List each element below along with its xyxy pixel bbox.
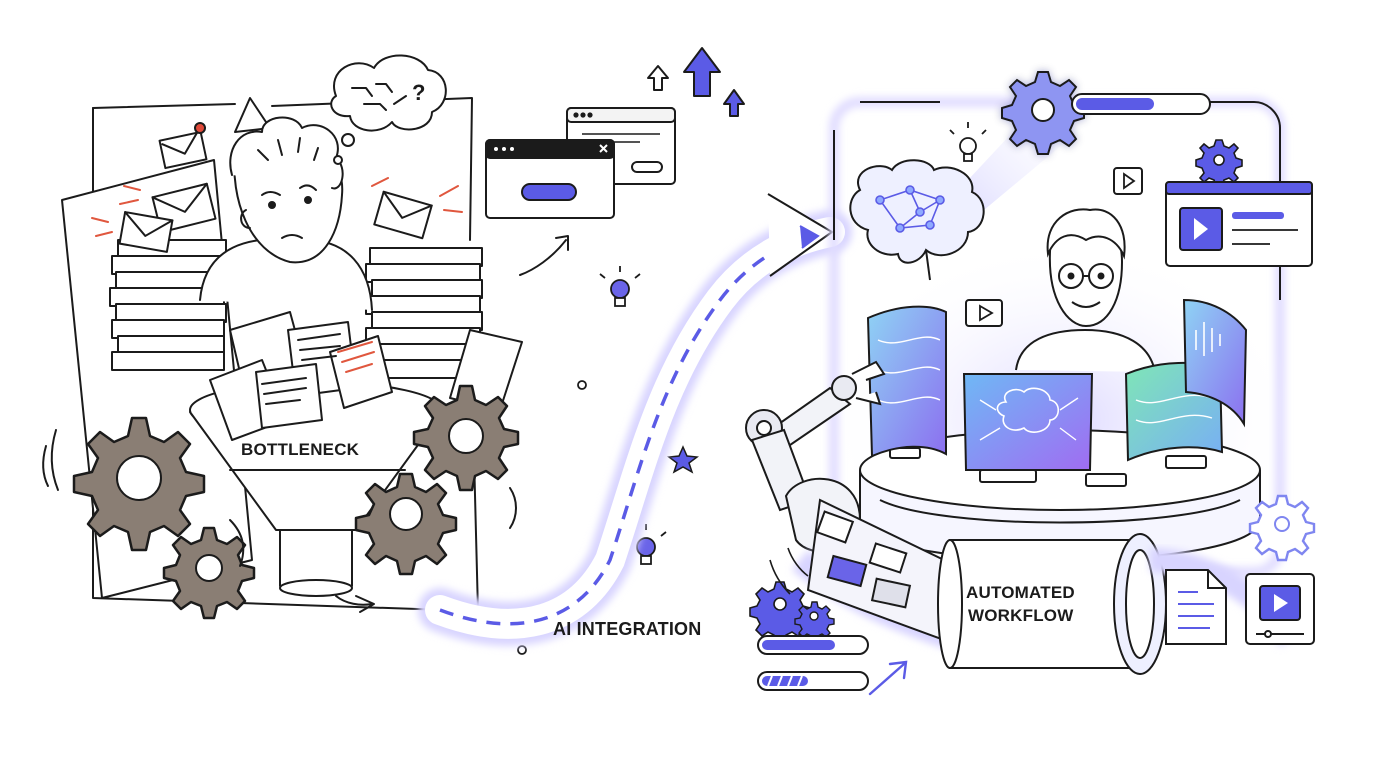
automated-label: AUTOMATED [966,583,1075,602]
browser-window-icon [566,107,676,185]
screen-far-right [1182,298,1248,428]
mail-icon [373,190,433,240]
play-icon [1113,167,1143,195]
thought-bubble-icon: ? [330,54,447,165]
star-icon [667,445,699,474]
paper-stack-right [365,247,523,411]
workflow-label: WORKFLOW [968,606,1074,625]
browser-window-icon [1165,181,1313,267]
lightbulb-icon [625,524,667,565]
arrow-up-icon [647,47,745,117]
gear-icon [354,472,458,576]
lightbulb-icon [949,122,987,162]
lightbulb-icon [599,266,641,307]
play-icon [965,299,1003,327]
gear-icon [1195,139,1243,187]
document-icon [1165,569,1227,645]
play-icon [1245,573,1315,645]
gear-icon [412,384,520,492]
browser-window-icon [485,139,615,219]
calm-person [1015,208,1156,373]
workflow-conveyor [791,498,1301,675]
papers-in-funnel [209,311,393,441]
progress-bar-top [1071,93,1211,115]
cursor-arrow-icon [868,660,908,696]
svg-text:?: ? [412,80,425,105]
gear-icon [1001,71,1085,155]
mail-icon [118,211,174,253]
gear-icon [72,416,206,552]
gear-icon [1248,494,1316,562]
progress-bar-left-2 [757,671,869,691]
mail-icon [158,122,208,170]
stressed-person [199,116,373,311]
ai-integration-label: AI INTEGRATION [553,619,702,639]
brain-icon [849,159,985,281]
gear-icon [162,526,256,620]
progress-bar-left-1 [757,635,869,655]
ai-integration-path [418,193,852,646]
right-panel [745,71,1316,696]
screen-left [866,305,947,458]
bottleneck-label: BOTTLENECK [241,440,360,459]
screen-center [962,373,1094,471]
left-panel: ? [42,54,569,620]
